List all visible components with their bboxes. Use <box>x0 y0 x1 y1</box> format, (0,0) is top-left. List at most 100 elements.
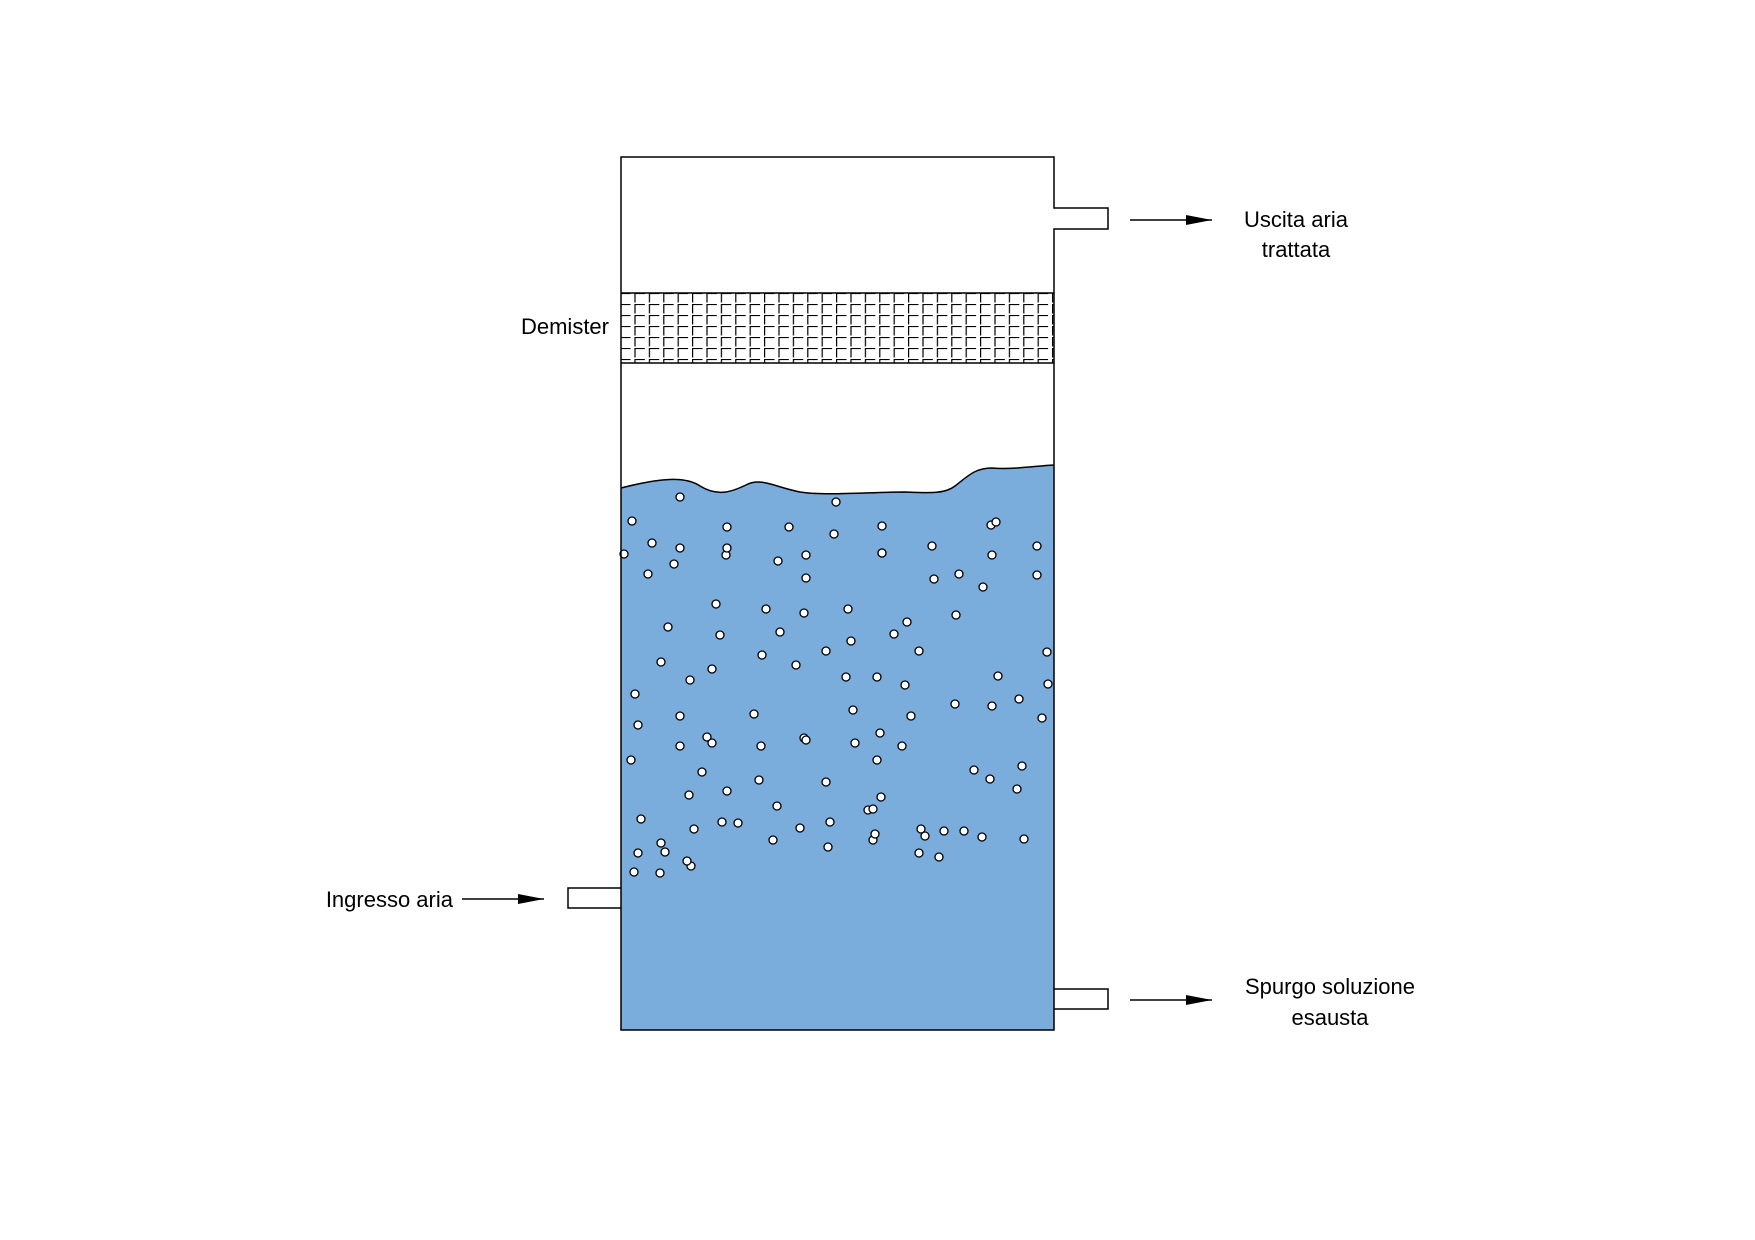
bubble <box>900 680 910 690</box>
bubble <box>675 741 685 751</box>
bubble <box>821 777 831 787</box>
bubble <box>850 738 860 748</box>
bubble <box>916 824 926 834</box>
bubble <box>630 689 640 699</box>
bubble <box>1012 784 1022 794</box>
demister-mesh <box>621 293 1054 363</box>
bubble <box>993 671 1003 681</box>
bubble <box>684 790 694 800</box>
bubble <box>927 541 937 551</box>
liquid-solution <box>621 465 1054 1030</box>
bubble <box>870 829 880 839</box>
bubble <box>669 559 679 569</box>
bubble <box>846 636 856 646</box>
bubble <box>889 629 899 639</box>
bubble <box>801 550 811 560</box>
bubble <box>656 838 666 848</box>
purge-label-line1: Spurgo soluzione <box>1245 974 1415 999</box>
bubble <box>959 826 969 836</box>
bubble <box>1014 694 1024 704</box>
bubble <box>801 735 811 745</box>
bubble <box>868 804 878 814</box>
bubble <box>876 792 886 802</box>
bubble <box>636 814 646 824</box>
bubble <box>675 543 685 553</box>
bubble <box>991 517 1001 527</box>
bubble <box>722 522 732 532</box>
bubble <box>914 646 924 656</box>
bubble <box>801 573 811 583</box>
air-bubbles <box>619 492 1053 878</box>
bubble <box>872 755 882 765</box>
outlet-label-line1: Uscita aria <box>1244 207 1349 232</box>
bubble <box>791 660 801 670</box>
bubble <box>722 786 732 796</box>
inlet-label: Ingresso aria <box>326 887 454 912</box>
bubble <box>825 817 835 827</box>
bubble <box>643 569 653 579</box>
bubble <box>711 599 721 609</box>
bubble <box>906 711 916 721</box>
bubble <box>829 529 839 539</box>
inlet-nozzle <box>567 887 621 909</box>
bubble <box>920 831 930 841</box>
bubble <box>768 835 778 845</box>
bubble <box>831 497 841 507</box>
bubble <box>682 856 692 866</box>
bubble <box>902 617 912 627</box>
bubble <box>841 672 851 682</box>
bubble <box>749 709 759 719</box>
bubble <box>761 604 771 614</box>
bubble <box>675 711 685 721</box>
bubble <box>914 848 924 858</box>
bubble <box>978 582 988 592</box>
purge-label-line2: esausta <box>1291 1005 1369 1030</box>
bubble <box>823 842 833 852</box>
bubble <box>663 622 673 632</box>
bubble <box>627 516 637 526</box>
bubble <box>795 823 805 833</box>
bubble <box>633 720 643 730</box>
bubble <box>772 801 782 811</box>
bubble <box>1017 761 1027 771</box>
bubble <box>897 741 907 751</box>
bubble <box>626 755 636 765</box>
outlet-label-line2: trattata <box>1262 237 1331 262</box>
bubble <box>877 521 887 531</box>
bubble <box>985 774 995 784</box>
bubble <box>647 538 657 548</box>
bubble <box>1037 713 1047 723</box>
bubble <box>843 604 853 614</box>
bubble <box>775 627 785 637</box>
bubble <box>877 548 887 558</box>
bubble <box>773 556 783 566</box>
liquid-surface-line <box>620 464 1055 495</box>
bubble <box>717 817 727 827</box>
bubble <box>660 847 670 857</box>
bubble <box>675 492 685 502</box>
bubble <box>969 765 979 775</box>
bubble <box>655 868 665 878</box>
bubble <box>685 675 695 685</box>
bubble <box>872 672 882 682</box>
bubble <box>633 848 643 858</box>
bubble <box>939 826 949 836</box>
bubble <box>954 569 964 579</box>
bubble <box>697 767 707 777</box>
bubble <box>707 738 717 748</box>
bubble <box>987 550 997 560</box>
bubble <box>619 549 629 559</box>
bubble <box>934 852 944 862</box>
bubble <box>950 699 960 709</box>
bubble <box>1019 834 1029 844</box>
bubble <box>1042 647 1052 657</box>
bubble <box>757 650 767 660</box>
bubble <box>715 630 725 640</box>
bubble <box>707 664 717 674</box>
bubble <box>848 705 858 715</box>
bubble <box>821 646 831 656</box>
bubble <box>875 728 885 738</box>
bubble <box>1032 570 1042 580</box>
